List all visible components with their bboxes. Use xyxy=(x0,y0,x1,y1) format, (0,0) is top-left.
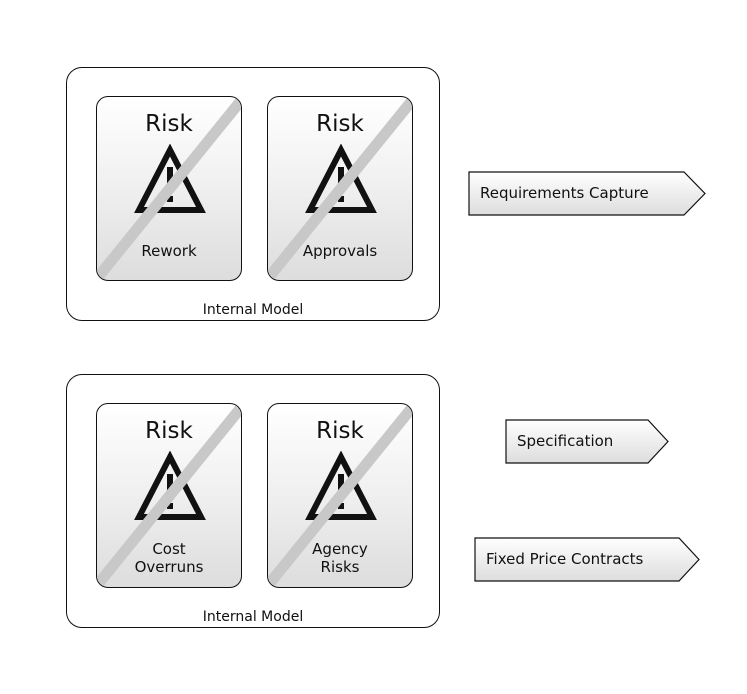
risk-card-label: Agency Risks xyxy=(312,540,368,576)
internal-model-label: Internal Model xyxy=(202,609,304,625)
arrow-label: Requirements Capture xyxy=(480,184,649,202)
arrow-label: Specification xyxy=(517,432,614,450)
arrow-label: Fixed Price Contracts xyxy=(486,550,644,568)
risk-title: Risk xyxy=(316,111,364,137)
internal-model-group-bottom: Risk Cost Overruns Risk Agency Risks Int… xyxy=(66,374,440,628)
risk-card-rework: Risk Rework xyxy=(96,96,242,281)
risk-card-agency-risks: Risk Agency Risks xyxy=(267,403,413,588)
internal-model-label: Internal Model xyxy=(202,302,304,318)
risk-card-label: Approvals xyxy=(302,242,378,260)
arrow-shape xyxy=(468,171,706,216)
risk-title: Risk xyxy=(145,111,193,137)
fixed-price-contracts-arrow: Fixed Price Contracts xyxy=(474,537,700,582)
risk-card-label: Rework xyxy=(141,242,197,260)
risk-card-label: Cost Overruns xyxy=(134,540,204,576)
specification-arrow: Specification xyxy=(505,419,669,464)
risk-card-cost-overruns: Risk Cost Overruns xyxy=(96,403,242,588)
risk-title: Risk xyxy=(145,418,193,444)
internal-model-group-top: Risk Rework Risk Approvals Internal Mode… xyxy=(66,67,440,321)
risk-card-approvals: Risk Approvals xyxy=(267,96,413,281)
arrow-shape xyxy=(474,537,700,582)
requirements-capture-arrow: Requirements Capture xyxy=(468,171,706,216)
risk-title: Risk xyxy=(316,418,364,444)
arrow-shape xyxy=(505,419,669,464)
